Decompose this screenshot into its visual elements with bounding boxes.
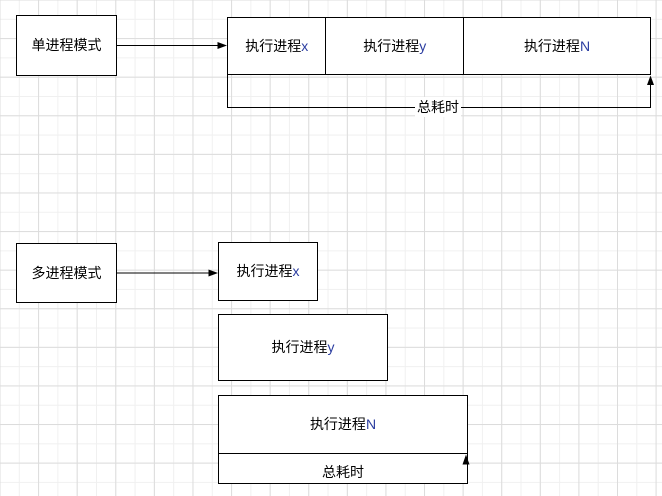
process-y-var: y xyxy=(419,38,427,54)
arrowhead-up-icon xyxy=(647,75,654,85)
process-x-label: 执行进程 xyxy=(236,263,293,280)
process-n-var: N xyxy=(365,416,377,433)
node-multi-total-time[interactable]: 总耗时 xyxy=(218,453,468,484)
node-single-process-mode-label: 单进程模式 xyxy=(31,37,102,54)
edge-multi-mode-to-process-x[interactable] xyxy=(117,269,218,277)
process-n-label: 执行进程 xyxy=(523,38,580,54)
process-x-var: x xyxy=(301,38,309,54)
process-n-label: 执行进程 xyxy=(309,416,366,433)
single-total-time-label[interactable]: 总耗时 xyxy=(415,97,461,117)
edge-single-mode-to-row[interactable] xyxy=(117,42,227,49)
process-y-label: 执行进程 xyxy=(271,339,328,356)
arrowhead-right-icon xyxy=(217,42,227,49)
node-multi-process-mode-label: 多进程模式 xyxy=(31,264,102,281)
process-x-label: 执行进程 xyxy=(245,38,302,54)
process-n-var: N xyxy=(579,38,591,54)
arrowhead-right-icon xyxy=(208,269,218,277)
single-total-time-text: 总耗时 xyxy=(417,99,459,115)
node-multi-process-mode[interactable]: 多进程模式 xyxy=(16,243,117,303)
process-y-var: y xyxy=(327,339,335,356)
multi-total-time-label: 总耗时 xyxy=(322,464,364,480)
process-x-var: x xyxy=(292,263,300,280)
node-single-process-mode[interactable]: 单进程模式 xyxy=(16,15,117,76)
process-y-label: 执行进程 xyxy=(363,38,420,54)
